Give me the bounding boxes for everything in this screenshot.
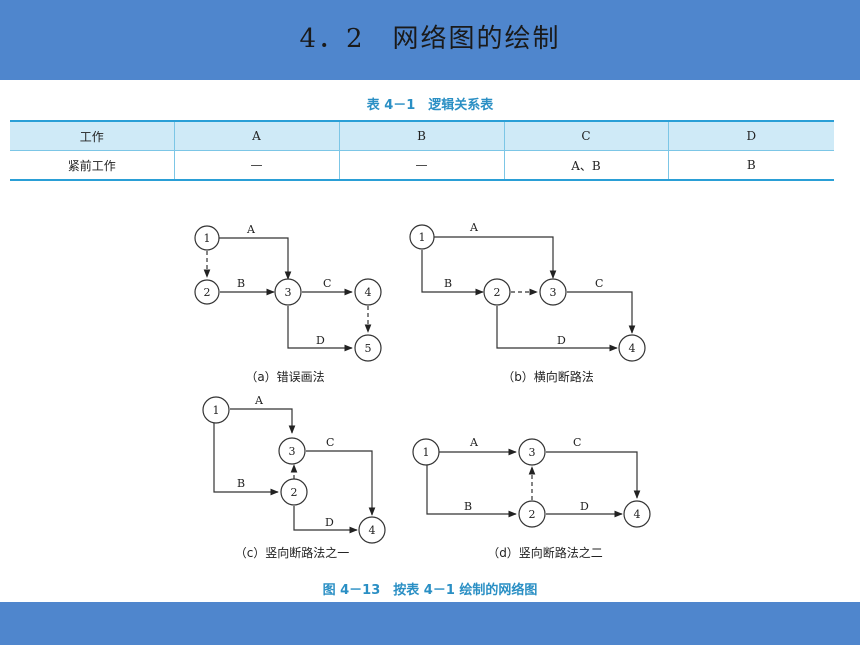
arrow-label: D (325, 516, 334, 529)
arrow-c (546, 451, 641, 499)
table-cell: A (173, 120, 339, 151)
svg-text:1: 1 (419, 231, 426, 244)
table-cell: 工作 (10, 120, 174, 151)
node: 2 (518, 500, 546, 528)
svg-text:3: 3 (550, 286, 557, 299)
table-cell: — (338, 150, 504, 181)
arrow-label: B (444, 277, 452, 290)
arrow-label: A (469, 436, 479, 449)
svg-text:1: 1 (213, 404, 220, 417)
diagram-subtitle: （b）横向断路法 (502, 369, 594, 384)
node: 2 (280, 478, 308, 506)
arrow-a (230, 408, 296, 434)
arrow-d (496, 306, 618, 352)
arrow-c (567, 291, 636, 334)
table-caption: 表 4－1 逻辑关系表 (366, 98, 494, 113)
node: 3 (539, 278, 567, 306)
node: 3 (274, 278, 302, 306)
arrow-label: A (469, 221, 479, 234)
svg-text:4: 4 (369, 524, 376, 537)
svg-text:4: 4 (634, 508, 641, 521)
diagram-subtitle: （a）错误画法 (245, 370, 324, 384)
arrow-label: D (557, 334, 566, 347)
arrow-label: B (237, 277, 245, 290)
figure-caption: 图 4－13 按表 4－1 绘制的网络图 (322, 583, 538, 598)
svg-text:2: 2 (291, 486, 298, 499)
node: 1 (202, 396, 230, 424)
node: 4 (618, 334, 646, 362)
arrow-label: B (464, 500, 472, 513)
node: 1 (412, 438, 440, 466)
svg-text:3: 3 (285, 286, 292, 299)
arrow-label: D (316, 334, 325, 347)
slide-title: 4．2 网络图的绘制 (299, 23, 561, 54)
arrow-b (213, 423, 279, 496)
svg-text:4: 4 (365, 286, 372, 299)
arrow-label: C (326, 436, 334, 449)
node: 4 (623, 500, 651, 528)
arrow-label: C (595, 277, 603, 290)
arrow-label: D (580, 500, 589, 513)
arrow-c (306, 450, 376, 516)
arrow-d (287, 306, 353, 352)
footer-band (0, 602, 860, 645)
logic-table: 工作 A B C D 紧前工作 — — A、B B (10, 120, 834, 181)
table-cell: D (667, 120, 834, 151)
table-cell: A、B (503, 150, 668, 181)
node: 4 (358, 516, 386, 544)
arrow-b (421, 250, 484, 296)
arrow-label: B (237, 477, 245, 490)
table-cell: B (667, 150, 834, 181)
svg-text:2: 2 (529, 508, 536, 521)
node: 1 (194, 225, 220, 251)
node: 5 (354, 334, 382, 362)
slide-content: 表 4－1 逻辑关系表 工作 A B C D 紧前工作 — — A、B B (0, 80, 860, 600)
diagram-subtitle: （d）竖向断路法之二 (487, 545, 603, 560)
arrow-label: C (323, 277, 331, 290)
table-row: 工作 A B C D (10, 120, 834, 151)
svg-text:4: 4 (629, 342, 636, 355)
svg-text:1: 1 (204, 232, 211, 245)
table-cell: B (338, 120, 504, 151)
svg-text:5: 5 (365, 342, 372, 355)
arrow-label: C (573, 436, 581, 449)
svg-text:1: 1 (423, 446, 430, 459)
arrow-d (293, 506, 358, 534)
svg-text:3: 3 (289, 445, 296, 458)
node: 2 (483, 278, 511, 306)
arrow-label: A (254, 394, 264, 407)
table-row: 紧前工作 — — A、B B (10, 150, 834, 181)
title-band: 4．2 网络图的绘制 (0, 0, 860, 80)
table-cell: C (503, 120, 668, 151)
node: 2 (194, 279, 220, 305)
table-cell: — (173, 150, 339, 181)
svg-text:2: 2 (204, 286, 211, 299)
arrow-a (434, 236, 557, 279)
node: 1 (409, 224, 435, 250)
arrow-b (426, 465, 517, 518)
node: 3 (278, 437, 306, 465)
diagram-subtitle: （c）竖向断路法之一 (235, 545, 350, 560)
arrow-label: A (246, 223, 256, 236)
node: 4 (354, 278, 382, 306)
network-diagrams: 1 2 3 4 5 1 2 3 4 1 2 3 4 1 2 3 4 A B C … (194, 221, 651, 560)
svg-text:3: 3 (529, 446, 536, 459)
table-cell: 紧前工作 (10, 150, 174, 181)
svg-text:2: 2 (494, 286, 501, 299)
node: 3 (518, 438, 546, 466)
arrow-a (219, 237, 292, 280)
